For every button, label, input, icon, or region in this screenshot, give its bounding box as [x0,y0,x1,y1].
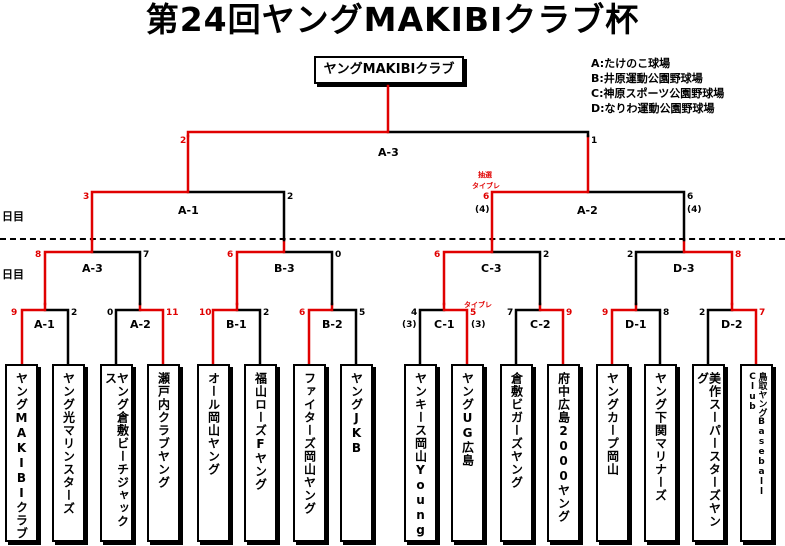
match-label-c3: C-3 [481,262,502,275]
venue-legend: A:たけのこ球場 B:井原運動公園野球場 C:神原スポーツ公園野球場 D:なりわ… [591,56,724,116]
legend-item-a: A:たけのこ球場 [591,57,671,70]
match-label-a1: A-1 [34,318,55,331]
tiebreak-note-c1: タイブレ [464,301,492,309]
team-box: ヤング光マリンスターズ [52,364,85,542]
team-box: ヤングJKB [340,364,373,542]
score-d3-left: 2 [627,250,634,260]
score-a2-right: 11 [166,308,179,318]
score-c3-left: 6 [434,250,441,260]
champion-box: ヤングMAKIBIクラブ [314,56,464,84]
score-semi-a2-right: 6 [687,192,694,202]
match-label-a2: A-2 [130,318,151,331]
match-label-semi-a1: A-1 [178,204,199,217]
match-label-d1: D-1 [625,318,647,331]
match-label-d2: D-2 [721,318,743,331]
score-b3-right: 0 [335,250,342,260]
score-d1-left: 9 [602,308,609,318]
score-b3-left: 6 [227,250,234,260]
match-label-c1: C-1 [434,318,455,331]
score-b2-right: 5 [359,308,366,318]
team-box: 府中広島2000ヤング [547,364,580,542]
team-box: ファイターズ岡山ヤング [293,364,326,542]
score-c1-left: 4 [411,308,418,318]
team-box: ヤンキース岡山Young [404,364,437,542]
score-b1-left: 10 [199,308,212,318]
match-label-c2: C-2 [530,318,551,331]
score-d1-right: 8 [663,308,670,318]
score-final-right: 1 [591,136,598,146]
score-a1-right: 2 [71,308,78,318]
page-title: 第24回ヤングMAKIBIクラブ杯 [145,0,640,39]
score-final-left: 2 [180,136,187,146]
team-box: ヤング下関マリナーズ [644,364,677,542]
score-b1-right: 2 [263,308,270,318]
lottery-note: 抽選 [478,171,492,179]
match-label-semi-a2: A-2 [577,204,598,217]
match-label-b2: B-2 [322,318,343,331]
score-a2-left: 0 [107,308,114,318]
pk-c1-left: (3) [402,320,417,330]
score-c2-left: 7 [507,308,514,318]
score-semi-a1-left: 3 [83,192,90,202]
team-box: 瀬戸内クラブヤング [147,364,180,542]
score-d2-right: 7 [759,308,766,318]
legend-item-c: C:神原スポーツ公園野球場 [591,87,725,100]
legend-item-d: D:なりわ運動公園野球場 [591,102,715,115]
score-a3-left: 8 [35,250,42,260]
match-label-d3: D-3 [673,262,695,275]
score-d2-left: 2 [699,308,706,318]
score-semi-a2-left: 6 [483,192,490,202]
team-box: 福山ローズFヤング [244,364,277,542]
score-c2-right: 9 [566,308,573,318]
day-label-2: 日目 [2,210,24,223]
score-a1-left: 9 [11,308,18,318]
match-label-b1: B-1 [226,318,247,331]
team-box: ヤングMAKIBIクラブ [5,364,38,542]
score-c3-right: 2 [543,250,550,260]
score-a3-right: 7 [143,250,150,260]
day-label-1: 日目 [2,268,24,281]
team-box: 倉敷ビガーズヤング [500,364,533,542]
score-semi-a1-right: 2 [287,192,294,202]
match-label-a3: A-3 [82,262,103,275]
pk-semi-a2-left: (4) [475,205,490,215]
tiebreak-note-semi: タイブレ [472,182,500,190]
team-box: 鳥取ヤングBaseball Club [740,364,773,542]
team-box: オール岡山ヤング [197,364,230,542]
team-box: 美作スーパースターズヤング [692,364,725,542]
score-d3-right: 8 [735,250,742,260]
team-box: ヤング倉敷ビーチジャックス [100,364,133,542]
legend-item-b: B:井原運動公園野球場 [591,72,703,85]
match-label-b3: B-3 [274,262,295,275]
score-b2-left: 6 [299,308,306,318]
pk-semi-a2-right: (4) [687,205,702,215]
team-box: ヤングUG広島 [451,364,484,542]
pk-c1-right: (3) [471,320,486,330]
score-c1-right: 5 [470,308,477,318]
team-box: ヤングカープ岡山 [596,364,629,542]
match-label-final: A-3 [378,146,399,159]
day-divider [0,238,785,240]
